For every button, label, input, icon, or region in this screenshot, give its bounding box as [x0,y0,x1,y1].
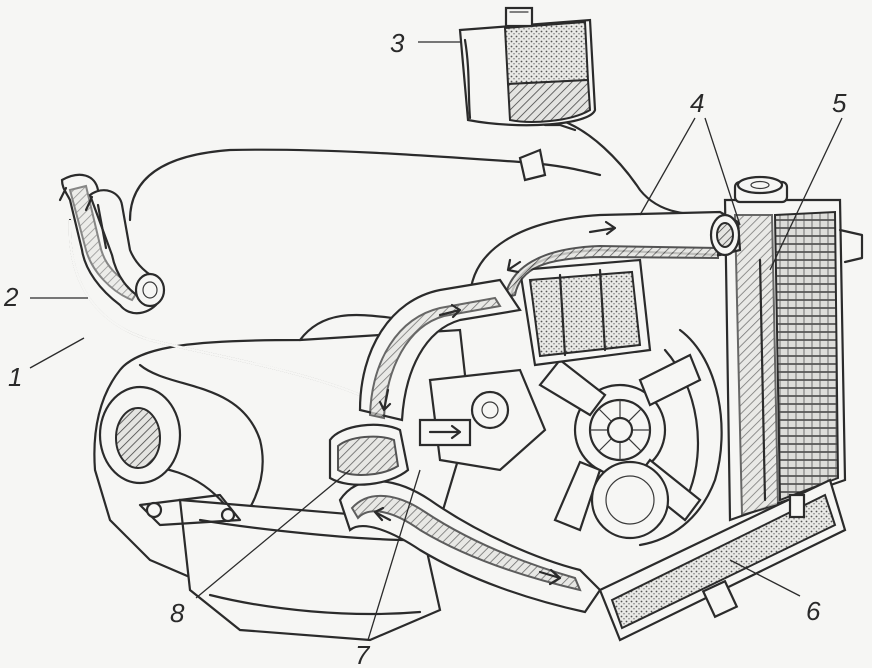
upper-radiator-hose [468,210,742,302]
callout-7: 7 [355,640,371,668]
heater-hoses [58,173,166,315]
inlet-elbow [328,423,410,486]
bypass-hose [358,278,522,422]
callout-6: 6 [806,596,821,626]
callout-5: 5 [832,88,847,118]
lower-radiator-hose [338,479,602,614]
callout-8: 8 [170,598,185,628]
overflow-tube [128,118,722,222]
leader-lines [29,41,843,641]
expansion-tank [458,6,597,132]
radiator [723,175,864,522]
callout-4: 4 [690,88,704,118]
callout-2: 2 [3,282,19,312]
outlet-pipe [68,218,362,397]
callout-numbers: 3 4 5 2 1 6 8 7 [3,28,847,668]
water-pump [418,368,547,472]
cylinder-head [518,258,652,367]
fan-assembly [538,328,723,547]
callout-3: 3 [390,28,405,58]
radiator-lower-tank [598,478,847,642]
callout-1: 1 [8,362,22,392]
